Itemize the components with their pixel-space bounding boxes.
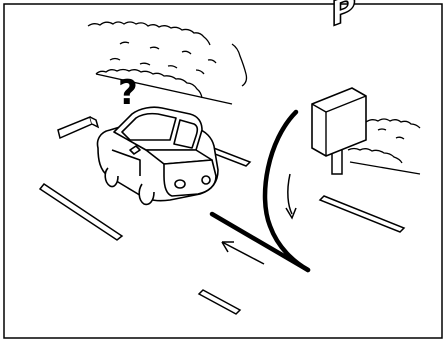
parking-sign-icon: P xyxy=(312,0,366,174)
road-markings xyxy=(40,135,404,314)
hedge-back xyxy=(88,22,247,104)
car-icon xyxy=(98,107,219,204)
illustration-border xyxy=(4,4,442,338)
parking-curb xyxy=(58,117,98,138)
direction-arrow-icon xyxy=(222,242,264,264)
curved-path-arrow-icon xyxy=(212,112,308,270)
parking-sign-letter: P xyxy=(331,0,356,35)
question-mark-icon: ? xyxy=(118,73,138,113)
